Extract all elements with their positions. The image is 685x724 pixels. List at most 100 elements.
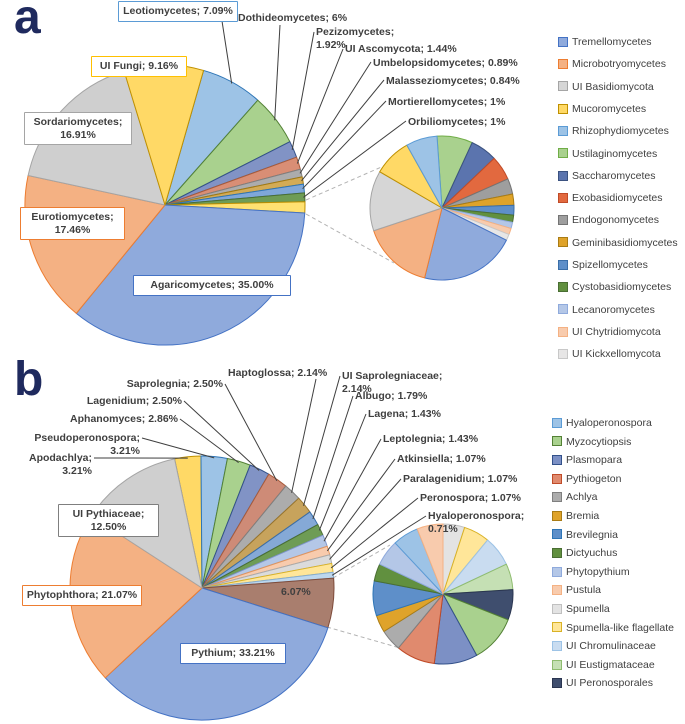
legend-swatch [558,237,568,248]
slice-label-pythium: Pythium; 33.21% [180,643,286,664]
legend-item-hyaloperonospora: Hyaloperonospora [552,414,652,429]
legend-item-endogonomycetes: Endogonomycetes [558,211,659,227]
series-connector-line [305,213,395,264]
slice-label-sordariomycetes: Sordariomycetes; 16.91% [24,112,132,146]
slice-label-ui-ascomycota: UI Ascomycota; 1.44% [345,43,457,55]
slice-label-hyaloperonospora: Hyaloperonospora; 0.71% [428,510,525,535]
legend-swatch [558,36,568,47]
slice-label-lagena: Lagena; 1.43% [368,408,441,420]
slice-label-dothideomycetes: Dothideomycetes; 6% [238,12,348,24]
legend-item-brevilegnia: Brevilegnia [552,526,618,540]
slice-label-albugo: Albugo; 1.79% [355,390,428,402]
pie-slice-ui-basidiomycota [369,171,443,232]
slice-label-agaricomycetes: Agaricomycetes; 35.00% [133,275,291,296]
legend-label: UI Chytridiomycota [572,325,661,338]
legend-item-phytopythium: Phytopythium [552,563,630,578]
label-leader-line [302,100,387,190]
panel-letter-b: b [14,353,44,406]
legend-label: UI Kickxellomycota [572,347,661,360]
legend-swatch [558,192,568,203]
slice-label-umbelopsidomycetes: Umbelopsidomycetes; 0.89% [373,57,518,69]
pie-slice-rhizophydiomycetes [406,135,443,209]
legend-item-cystobasidiomycetes: Cystobasidiomycetes [558,278,671,293]
legend-label: Pustula [566,584,602,597]
slice-label-atkinsiella: Atkinsiella; 1.07% [397,453,486,465]
legend-label: Spumella [566,602,610,615]
legend-label: Rhizophydiomycetes [572,124,669,137]
slice-label-paralagenidium: Paralagenidium; 1.07% [403,473,518,485]
legend-item-ui-eustigmataceae: UI Eustigmataceae [552,656,655,671]
label-leader-line [323,438,382,542]
legend-item-spizellomycetes: Spizellomycetes [558,256,648,271]
legend-label: Spumella-like flagellate [566,621,674,634]
legend-item-dictyuchus: Dictyuchus [552,544,618,559]
legend-swatch [558,304,568,315]
legend-item-myzocytiopsis: Myzocytiopsis [552,433,631,447]
legend-swatch [552,603,562,614]
label-leader-line [318,413,367,531]
legend-item-ui-peronosporales: UI Peronosporales [552,674,653,690]
legend-swatch [558,125,568,136]
legend-label: Geminibasidiomycetes [572,236,678,249]
pie-slice-pustula [416,523,444,595]
legend-swatch [558,326,568,337]
legend-item-spumella: Spumella [552,600,610,615]
label-leader-line [331,515,427,576]
label-leader-line [326,458,396,552]
legend-label: Hyaloperonospora [566,416,652,429]
legend-item-mucoromycetes: Mucoromycetes [558,100,647,115]
legend-item-ui-chytridiomycota: UI Chytridiomycota [558,323,661,338]
slice-label-pseudoperonospora: Pseudoperonospora; 3.21% [34,432,140,457]
label-leader-line [296,48,344,164]
slice-label-mortierellomycetes: Mortierellomycetes; 1% [388,96,506,108]
legend-swatch [552,454,562,465]
slice-label-haptoglossa: Haptoglossa; 2.14% [228,367,328,379]
legend-item-achlya: Achlya [552,488,598,503]
slice-label-phytophthora: Phytophthora; 21.07% [22,585,142,606]
panel-b: b Apodachlya; 3.21%Pseudoperonospora; 3.… [0,353,685,724]
slice-label-malasseziomycetes: Malasseziomycetes; 0.84% [386,75,520,87]
legend-item-rhizophydiomycetes: Rhizophydiomycetes [558,122,669,137]
label-leader-line [291,378,317,493]
slice-label-aphanomyces: Aphanomyces; 2.86% [70,413,178,425]
label-leader-line [224,383,278,482]
slice-label-ui-pythiaceae: UI Pythiaceae; 12.50% [58,504,159,538]
legend-swatch [558,81,568,92]
legend-swatch [552,622,562,633]
slice-label-leptolegnia: Leptolegnia; 1.43% [383,433,479,445]
legend-swatch [552,436,562,447]
legend-label: Mucoromycetes [572,102,647,115]
legend-swatch [552,678,562,689]
legend-label: Exobasidiomycetes [572,191,663,204]
legend-swatch [552,566,562,577]
legend-label: Endogonomycetes [572,214,659,227]
legend-label: UI Peronosporales [566,677,653,690]
legend-label: Lecanoromycetes [572,303,655,316]
legend-item-geminibasidiomycetes: Geminibasidiomycetes [558,234,678,249]
label-leader-line [221,20,233,84]
legend-label: Tremellomycetes [572,35,652,48]
legend-item-ustilaginomycetes: Ustilaginomycetes [558,145,657,159]
legend-item-plasmopara: Plasmopara [552,451,622,466]
slice-label-eurotiomycetes: Eurotiomycetes; 17.46% [20,207,125,241]
legend-label: Saccharomycetes [572,169,656,182]
legend-label: Dictyuchus [566,546,618,559]
legend-swatch [558,259,568,270]
legend-swatch [558,103,568,114]
slice-label-pezizomycetes: Pezizomycetes; 1.92% [316,26,395,51]
legend-label: Spizellomycetes [572,258,648,271]
legend-swatch [558,148,568,159]
legend-item-microbotryomycetes: Microbotryomycetes [558,55,666,70]
label-leader-line [312,395,354,520]
label-leader-line [330,497,419,569]
legend-swatch [552,492,562,503]
legend-swatch [558,59,568,70]
legend-item-tremellomycetes: Tremellomycetes [558,33,652,48]
panel-letter-a: a [14,0,41,44]
legend-item-pythiogeton: Pythiogeton [552,470,621,485]
legend-label: Phytopythium [566,565,630,578]
legend-item-lecanoromycetes: Lecanoromycetes [558,301,655,316]
legend-swatch [552,659,562,670]
legend-label: UI Chromulinaceae [566,639,656,652]
